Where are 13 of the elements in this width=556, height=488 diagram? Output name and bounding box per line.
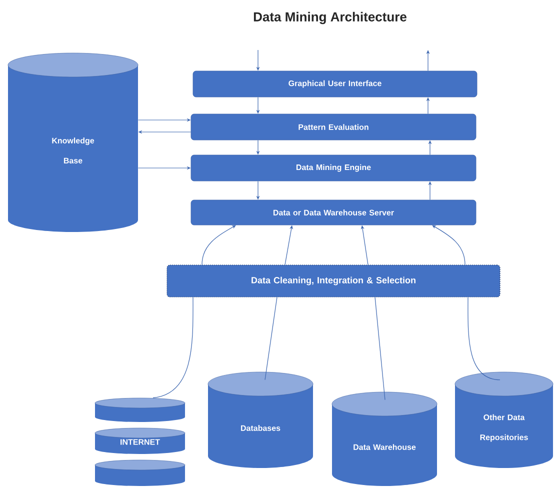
database-cylinder: Data Warehouse <box>332 392 438 486</box>
title: Data Mining Architecture <box>254 12 406 24</box>
process-box: Pattern Evaluation <box>190 114 476 140</box>
process-box: Data or Data Warehouse Server <box>190 200 476 226</box>
process-box: Graphical User Interface <box>192 70 478 98</box>
process-box: Data Mining Engine <box>190 154 476 182</box>
database-cylinder: Other Data Repositories <box>454 372 554 468</box>
arrow <box>432 225 466 265</box>
disk-stack: INTERNET <box>94 398 186 486</box>
arrow <box>202 225 236 265</box>
database-cylinder: Databases <box>208 372 314 468</box>
process-box: Data Cleaning, Integration & Selection <box>166 264 500 298</box>
database-cylinder: Knowledge Base <box>8 52 138 232</box>
